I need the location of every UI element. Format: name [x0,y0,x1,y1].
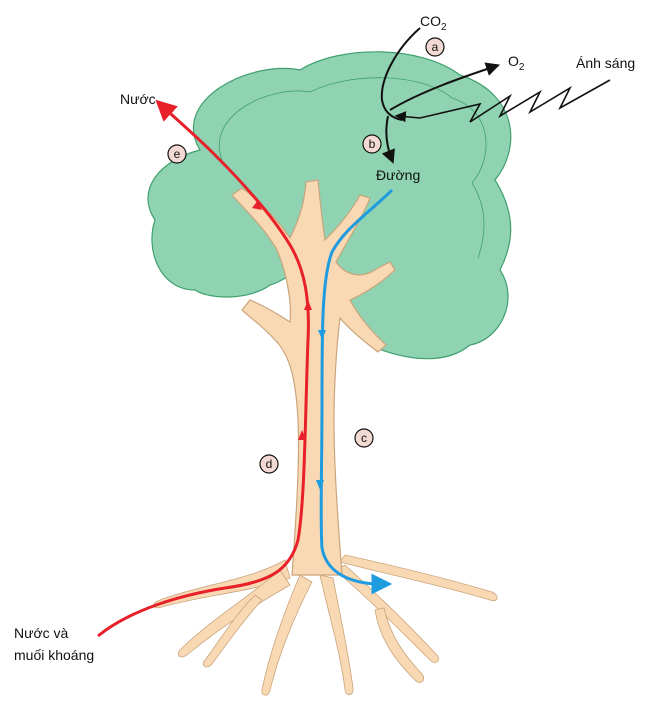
co2-arrow [380,27,421,121]
water-arrow-mark-3 [252,200,262,210]
label-light: Ánh sáng [576,55,635,71]
sugar-arrow-mark-2 [316,480,324,490]
canopy-inner-contour [219,77,487,259]
water-arrow-mark-2 [298,430,306,440]
sugar-arrow [381,115,395,164]
badge-d: d [259,454,279,474]
o2-arrow [389,62,500,111]
label-o2-main: O [508,53,519,69]
light-arrow [394,79,611,123]
label-roots-line1: Nước và [14,625,69,641]
label-roots-line2: muối khoáng [14,647,94,663]
svg-text:a: a [432,40,439,54]
svg-text:d: d [266,457,273,471]
badge-b: b [362,134,382,154]
badge-e: e [167,144,187,164]
water-path [97,99,310,638]
svg-text:e: e [174,147,181,161]
svg-text:b: b [369,137,376,151]
label-water-top: Nước [120,91,156,107]
label-o2: O2 [508,53,525,73]
label-co2: CO2 [420,13,447,33]
label-o2-sub: 2 [519,62,525,73]
roots [153,554,498,696]
svg-text:c: c [361,431,367,445]
badge-a: a [425,37,445,57]
sugar-arrow-mark-1 [318,330,326,340]
label-co2-main: CO [420,13,441,29]
badge-c: c [354,428,374,448]
sugar-path [319,188,394,595]
tree-trunk [231,179,396,576]
label-sugar: Đường [376,167,420,183]
tree-canopy [147,51,512,360]
water-arrow-mark-1 [304,300,312,310]
label-co2-sub: 2 [441,22,447,33]
